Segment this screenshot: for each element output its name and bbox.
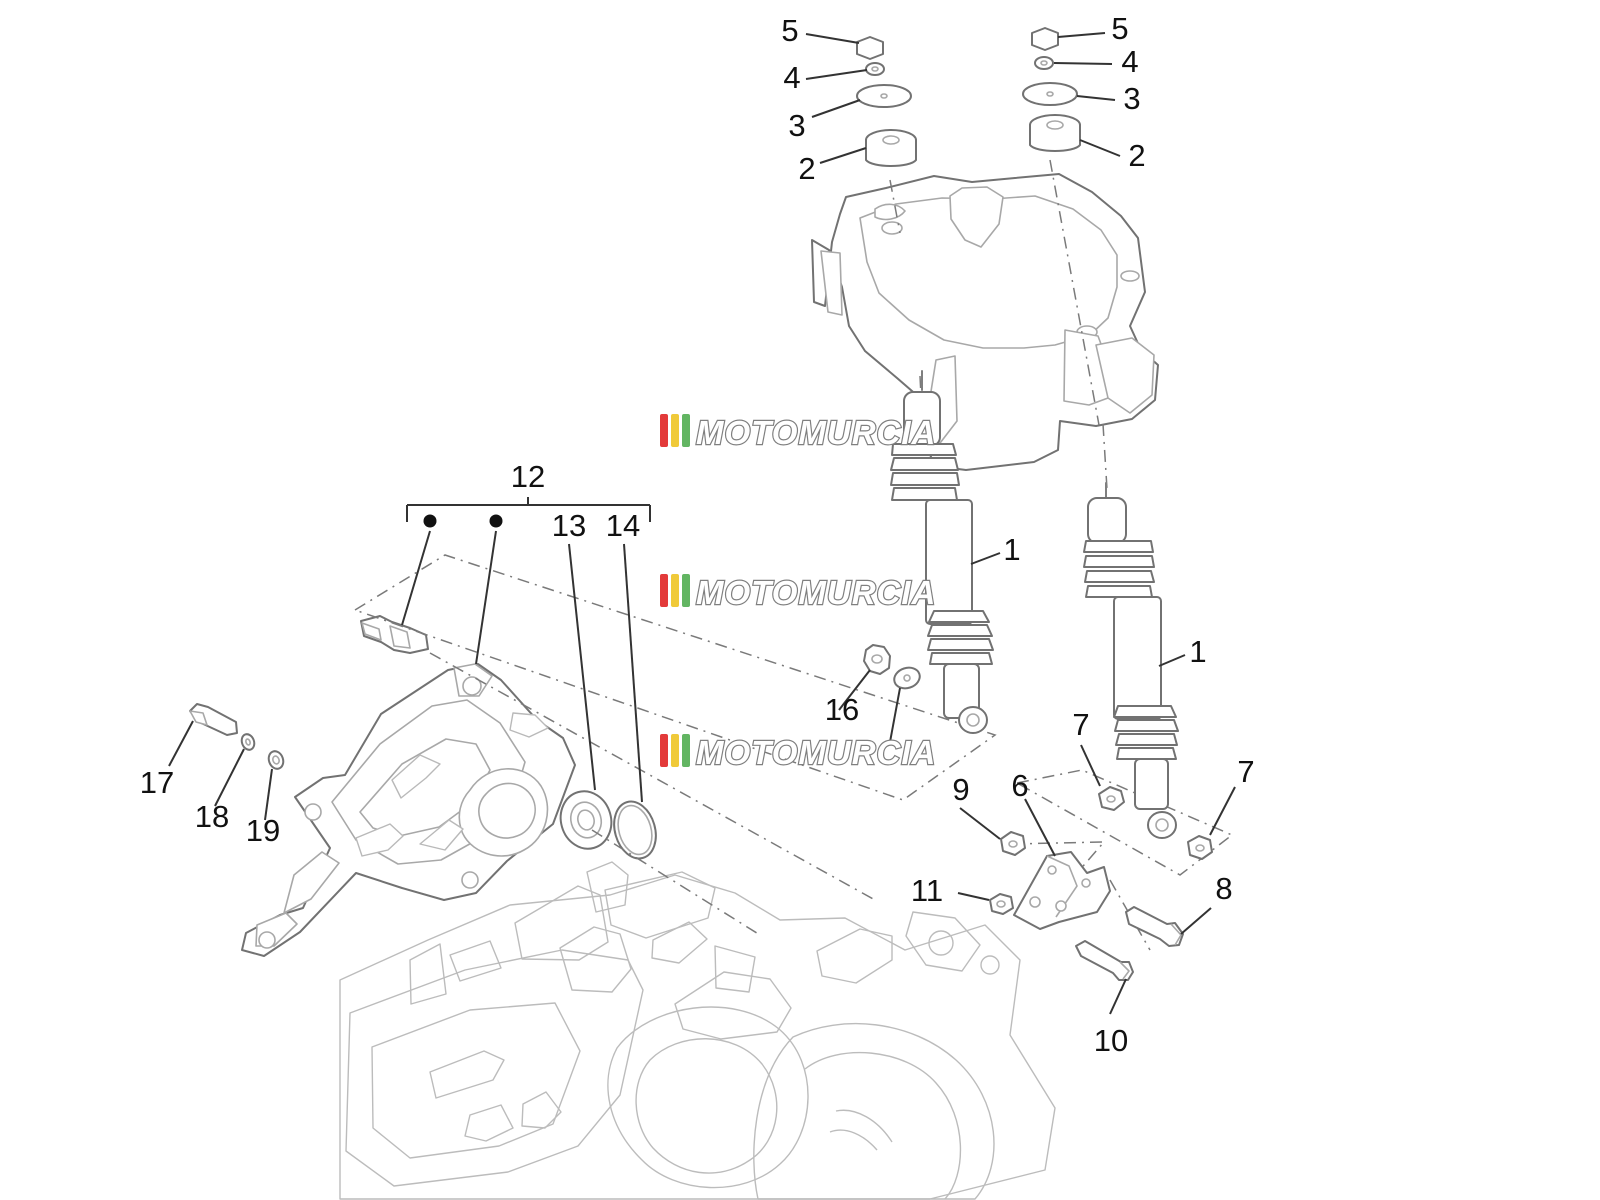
callout-1-left-shock: 1 bbox=[1003, 532, 1020, 567]
shock-absorber-left bbox=[890, 370, 994, 734]
top-mount-right bbox=[1022, 27, 1081, 152]
callout-3-right: 3 bbox=[1123, 81, 1140, 116]
callout-17: 17 bbox=[140, 765, 174, 800]
bolt-17 bbox=[189, 703, 238, 736]
callout-10: 10 bbox=[1094, 1023, 1128, 1058]
callout-7-right: 7 bbox=[1237, 754, 1254, 789]
callout-9: 9 bbox=[952, 772, 969, 807]
callout-11: 11 bbox=[911, 873, 943, 908]
callout-3-left: 3 bbox=[788, 108, 805, 143]
callout-4-right: 4 bbox=[1121, 44, 1138, 79]
callout-5-right: 5 bbox=[1111, 11, 1128, 46]
bracket-6 bbox=[1013, 851, 1111, 930]
callout-8: 8 bbox=[1215, 871, 1232, 906]
callout-19: 19 bbox=[246, 813, 280, 848]
watermark-text: MOTOMURCIA bbox=[696, 574, 936, 611]
engine-block bbox=[339, 861, 1056, 1200]
bolt-10 bbox=[1075, 940, 1134, 981]
frame-cover bbox=[811, 173, 1159, 471]
nut-7-left bbox=[1098, 786, 1125, 811]
callout-16: 16 bbox=[825, 692, 859, 727]
callout-6: 6 bbox=[1011, 768, 1028, 803]
leader-lines bbox=[168, 32, 1236, 1015]
callout-1-right-shock: 1 bbox=[1189, 634, 1206, 669]
callout-13: 13 bbox=[552, 508, 586, 543]
callout-dot-right bbox=[489, 514, 503, 528]
watermark-text: MOTOMURCIA bbox=[696, 414, 936, 451]
callout-2-right: 2 bbox=[1128, 138, 1145, 173]
nut-11 bbox=[989, 893, 1014, 915]
callout-2-left: 2 bbox=[798, 151, 815, 186]
watermark-middle: MOTOMURCIA bbox=[660, 573, 937, 612]
watermark-top: MOTOMURCIA bbox=[660, 413, 937, 452]
swing-arm-bracket bbox=[241, 663, 576, 957]
callout-18: 18 bbox=[195, 799, 229, 834]
callout-12: 12 bbox=[511, 459, 545, 494]
bolt-8 bbox=[1125, 906, 1184, 947]
nut-7-right bbox=[1187, 835, 1213, 860]
swing-arm-shaft bbox=[360, 615, 429, 654]
ring-14 bbox=[613, 800, 657, 860]
nut-9 bbox=[1000, 831, 1026, 856]
washer-18 bbox=[240, 733, 256, 751]
callout-dot-left bbox=[423, 514, 437, 528]
shock-absorber-right bbox=[1083, 482, 1179, 839]
callout-7-left: 7 bbox=[1072, 707, 1089, 742]
callout-5-left: 5 bbox=[781, 13, 798, 48]
callout-4-left: 4 bbox=[783, 60, 800, 95]
top-mount-left bbox=[856, 36, 917, 167]
watermark-bottom: MOTOMURCIA bbox=[660, 733, 937, 772]
washer-19 bbox=[267, 750, 285, 770]
assembly-lines bbox=[353, 159, 1234, 951]
nut-16 bbox=[863, 644, 921, 690]
watermark-text: MOTOMURCIA bbox=[696, 734, 936, 771]
callout-14: 14 bbox=[606, 508, 640, 543]
